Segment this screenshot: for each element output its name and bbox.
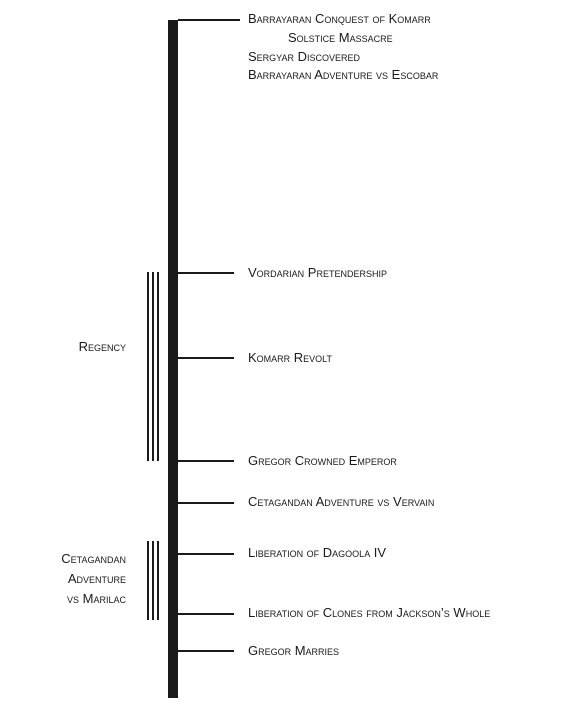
era-line-regency-1 [147, 272, 149, 461]
event-label-clones: Liberation of Clones from Jackson’s Whol… [248, 605, 491, 620]
era-line-marilac-2 [152, 541, 154, 620]
era-label-marilac: Cetagandan Adventure vs Marilac [30, 549, 126, 609]
era-label-regency: Regency [60, 337, 126, 357]
era-label-marilac-line-3: vs Marilac [67, 591, 126, 606]
era-label-marilac-line-1: Cetagandan [61, 551, 126, 566]
era-label-regency-line-1: Regency [78, 339, 126, 354]
tick-conquest [178, 19, 240, 21]
event-label-solstice: Solstice Massacre [288, 30, 393, 45]
era-label-marilac-line-2: Adventure [67, 571, 126, 586]
event-label-gregor-crowned: Gregor Crowned Emperor [248, 453, 397, 468]
tick-gregor-marries [178, 650, 234, 652]
tick-clones [178, 613, 234, 615]
event-label-vordarian: Vordarian Pretendership [248, 265, 387, 280]
event-label-komarr-revolt: Komarr Revolt [248, 350, 333, 365]
event-label-dagoola: Liberation of Dagoola IV [248, 545, 387, 560]
timeline-spine [168, 20, 178, 698]
event-label-vervain: Cetagandan Adventure vs Vervain [248, 494, 435, 509]
tick-vordarian [178, 272, 234, 274]
tick-vervain [178, 502, 234, 504]
tick-gregor-crowned [178, 460, 234, 462]
era-line-marilac-1 [147, 541, 149, 620]
event-label-conquest: Barrayaran Conquest of Komarr [248, 11, 431, 26]
tick-komarr-revolt [178, 357, 234, 359]
event-label-escobar: Barrayaran Adventure vs Escobar [248, 67, 439, 82]
era-line-regency-2 [152, 272, 154, 461]
tick-dagoola [178, 553, 234, 555]
event-label-gregor-marries: Gregor Marries [248, 643, 340, 658]
event-label-sergyar: Sergyar Discovered [248, 49, 361, 64]
era-line-regency-3 [157, 272, 159, 461]
era-line-marilac-3 [157, 541, 159, 620]
